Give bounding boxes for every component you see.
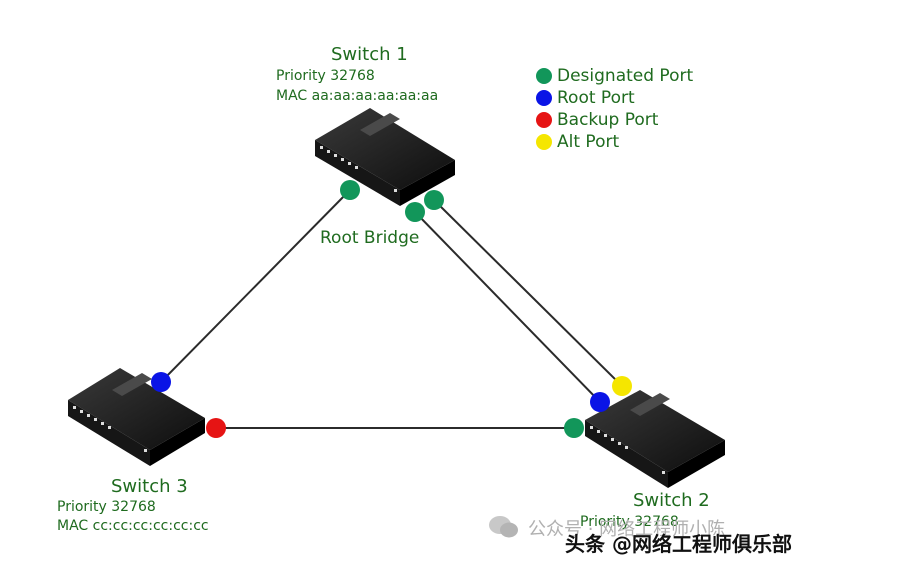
legend-label: Designated Port [557, 66, 694, 86]
legend-dot [536, 112, 552, 128]
port-s2-root [590, 392, 610, 412]
legend-item-root: Root Port [536, 87, 693, 109]
ports [151, 180, 632, 438]
legend-item-alt: Alt Port [536, 131, 693, 153]
legend-label: Root Port [557, 88, 635, 108]
port-s1-to-s3-designated [340, 180, 360, 200]
port-s2-alt [612, 376, 632, 396]
link-s1-s2-b [433, 199, 623, 387]
switch-1-device [315, 108, 455, 206]
wechat-icon [489, 516, 518, 538]
legend-item-backup: Backup Port [536, 109, 693, 131]
switch-2-device [585, 390, 725, 488]
switch-2-name: Switch 2 [633, 490, 710, 511]
switch-2-priority: Priority 32768 [580, 514, 679, 530]
legend-item-designated: Designated Port [536, 65, 693, 87]
link-s1-s3 [160, 189, 351, 383]
switch-3-priority: Priority 32768 [57, 499, 156, 515]
watermark-main: 头条 @网络工程师俱乐部 [565, 532, 792, 556]
switch-3-name: Switch 3 [111, 476, 188, 497]
legend-label: Alt Port [557, 132, 620, 152]
switch-1-name: Switch 1 [331, 44, 408, 65]
legend: Designated Port Root Port Backup Port Al… [536, 65, 693, 153]
legend-dot [536, 68, 552, 84]
switch-1-priority: Priority 32768 [276, 68, 375, 84]
legend-label: Backup Port [557, 110, 659, 130]
switch-3-device [68, 368, 205, 466]
legend-dot [536, 134, 552, 150]
port-s3-root [151, 372, 171, 392]
port-s3-backup [206, 418, 226, 438]
switch-3-mac: MAC cc:cc:cc:cc:cc:cc [57, 518, 209, 534]
links [160, 189, 623, 429]
watermark-faded: 公众号 · 网络工程师小陈 [528, 519, 726, 540]
link-s1-s2-a [414, 211, 601, 403]
port-s1-to-s2-designated-b [424, 190, 444, 210]
root-bridge-label: Root Bridge [320, 228, 420, 248]
port-s1-to-s2-designated-a [405, 202, 425, 222]
port-s2-designated [564, 418, 584, 438]
legend-dot [536, 90, 552, 106]
switch-1-mac: MAC aa:aa:aa:aa:aa:aa [276, 88, 439, 104]
